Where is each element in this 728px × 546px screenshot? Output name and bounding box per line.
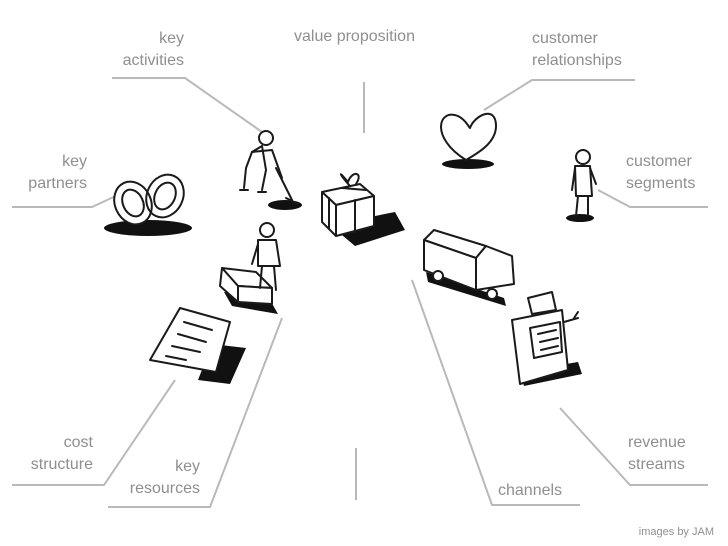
label-cost-structure: cost structure [31,432,93,476]
label-customer-relationships: customer relationships [532,28,622,72]
label-channels-line1: channels [498,482,563,499]
label-key-activities-line1: key [159,30,184,47]
label-key-partners: key partners [28,151,87,195]
label-revenue-streams-line1: revenue [628,434,686,451]
leader-lines [12,77,708,508]
label-cost-structure-line1: cost [63,434,93,451]
leader-customer-segments [597,189,708,208]
label-revenue-streams: revenue streams [628,432,686,476]
leader-key-resources [108,317,283,508]
label-cost-structure-line2: structure [30,456,93,473]
label-customer-segments-line2: segments [626,175,696,192]
leader-key-partners [12,193,121,208]
leader-customer-relationships [483,79,635,111]
label-key-resources-line2: resources [129,480,200,497]
label-customer-segments-line1: customer [626,153,692,170]
delivery-truck-icon [423,229,515,306]
linked-rings-icon [104,173,192,236]
label-customer-segments: customer segments [626,151,695,195]
label-key-activities: key activities [123,28,184,72]
label-key-resources: key resources [130,456,200,500]
label-customer-relationships-line1: customer [532,30,598,47]
label-key-activities-line2: activities [122,52,184,69]
leader-cost-structure [12,379,176,486]
receipt-paper-icon [149,307,246,384]
digging-person-icon [239,130,302,210]
label-value-proposition: value proposition [294,26,415,48]
gift-box-icon [321,173,405,246]
heart-icon [440,112,497,169]
standing-person-icon [566,149,597,222]
image-credit: images by JAM [638,526,714,538]
cash-register-icon [511,291,582,386]
leader-channels [411,279,580,506]
label-key-partners-line2: partners [28,175,87,192]
leader-revenue-streams [559,407,708,486]
label-revenue-streams-line2: streams [628,456,685,473]
person-with-cart-icon [219,222,281,314]
label-customer-relationships-line2: relationships [532,52,622,69]
label-key-partners-line1: key [62,153,87,170]
label-value-proposition-line1: value proposition [294,28,415,45]
label-channels: channels [498,480,562,502]
leader-key-activities [112,77,263,133]
label-key-resources-line1: key [175,458,200,475]
